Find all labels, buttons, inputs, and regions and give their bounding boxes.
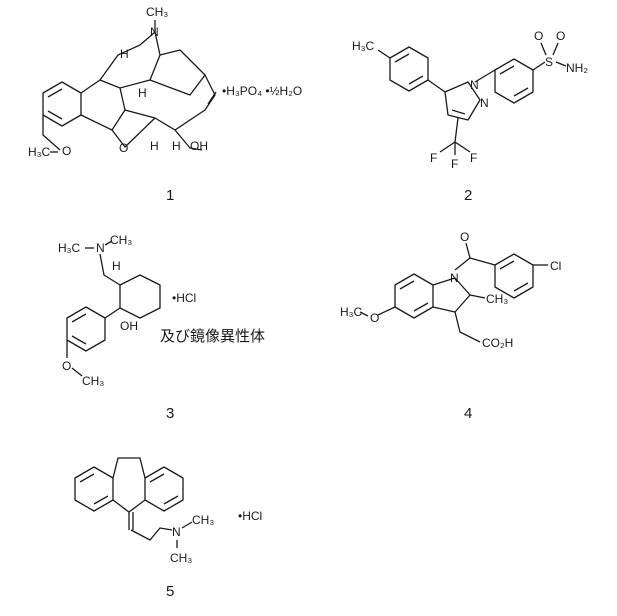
compound-number: 5	[166, 583, 174, 600]
n-label: N	[172, 525, 181, 539]
enantiomer-note: 及び鏡像異性体	[160, 327, 265, 345]
f-label: F	[470, 151, 477, 165]
o-label: O	[119, 141, 128, 155]
f-label: F	[430, 151, 437, 165]
h-label: H	[150, 139, 159, 153]
oh-label: OH	[190, 139, 208, 153]
compound-number: 1	[166, 187, 174, 204]
salt-label: •H₃PO₄ •½H₂O	[222, 84, 302, 98]
h-label: H	[120, 47, 129, 61]
ch3-label: CH₃	[192, 513, 214, 527]
compound-number: 2	[464, 187, 472, 204]
o-label: O	[460, 230, 469, 244]
compound-3-structure: H₃C N CH₃ H OH O CH₃ •HCl 及び鏡像異性体	[58, 233, 265, 388]
ch3-label: CH₃	[486, 292, 508, 306]
compound-4-structure: N O Cl CH₃ CO₂H O H₃C	[340, 230, 561, 350]
n-label: N	[480, 96, 489, 110]
nh2-label: NH₂	[566, 61, 588, 75]
compound-5-structure: N CH₃ CH₃ •HCl	[74, 457, 262, 565]
n-label: N	[450, 271, 459, 285]
h-label: H	[138, 86, 147, 100]
oh-label: OH	[120, 319, 138, 333]
n-label: N	[470, 78, 479, 92]
h-label: H	[112, 259, 121, 273]
ch3-label: CH₃	[82, 374, 104, 388]
compound-1-structure: CH₃ N H H H H OH O O H₃C •H₃PO₄ •½H₂O	[28, 5, 302, 159]
cl-label: Cl	[550, 259, 561, 273]
compound-number: 3	[166, 405, 174, 422]
compound-2-structure: H₃C N N S O O NH₂ F F F	[352, 29, 588, 171]
h3c-label: H₃C	[352, 39, 375, 53]
ch3-label: CH₃	[170, 551, 192, 565]
ch3-label: CH₃	[110, 233, 132, 247]
n-label: N	[150, 25, 159, 39]
h3c-label: H₃C	[340, 305, 363, 319]
h3c-label: H₃C	[58, 241, 81, 255]
compound-number: 4	[464, 405, 472, 422]
o-label: O	[62, 144, 71, 158]
h-label: H	[172, 139, 181, 153]
s-label: S	[545, 55, 553, 69]
h3c-label: H₃C	[28, 145, 51, 159]
o-label: O	[370, 311, 379, 325]
f-label: F	[451, 157, 458, 171]
ch3-label: CH₃	[146, 5, 168, 19]
salt-label: •HCl	[238, 509, 262, 523]
n-label: N	[96, 241, 105, 255]
o-label: O	[534, 29, 543, 43]
o-label: O	[556, 29, 565, 43]
o-label: O	[62, 359, 71, 373]
salt-label: •HCl	[172, 291, 196, 305]
co2h-label: CO₂H	[482, 336, 513, 350]
